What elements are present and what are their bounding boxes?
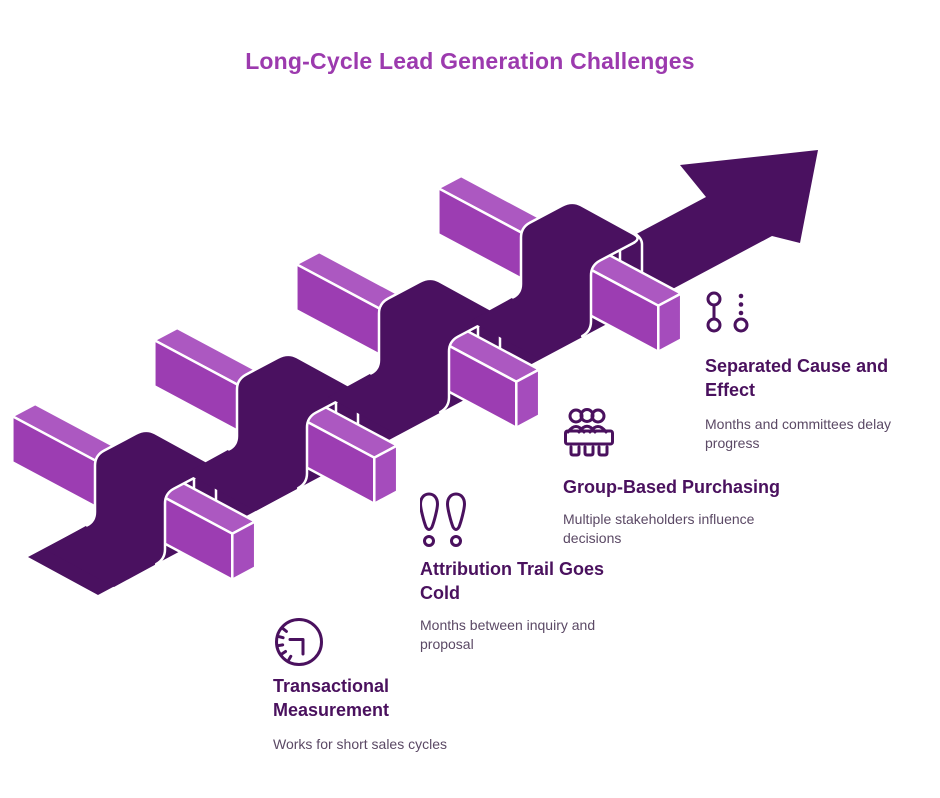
page-title: Long-Cycle Lead Generation Challenges bbox=[245, 48, 695, 74]
callout-heading: Group-Based Purchasing bbox=[563, 477, 781, 497]
callout-group-based-purchasing: Group-Based Purchasing Multiple stakehol… bbox=[563, 404, 803, 548]
double-exclamation-icon bbox=[420, 492, 466, 547]
stopwatch-icon bbox=[275, 618, 323, 666]
callout-description: Multiple stakeholders influence decision… bbox=[563, 511, 755, 546]
committee-icon bbox=[564, 408, 614, 457]
callout-heading: Separated Cause and Effect bbox=[705, 356, 889, 400]
cause-effect-icon bbox=[706, 291, 749, 333]
callout-description: Works for short sales cycles bbox=[273, 736, 448, 752]
callout-separated-cause-effect: Separated Cause and Effect Months and co… bbox=[705, 291, 920, 453]
callout-heading: Attribution Trail Goes Cold bbox=[420, 559, 605, 603]
callout-transactional-measurement: Transactional Measurement Works for shor… bbox=[273, 615, 483, 754]
callout-heading: Transactional Measurement bbox=[273, 676, 390, 720]
callout-attribution-trail: Attribution Trail Goes Cold Months betwe… bbox=[420, 492, 630, 654]
callout-description: Months between inquiry and proposal bbox=[420, 617, 596, 652]
callout-description: Months and committees delay progress bbox=[705, 416, 891, 451]
